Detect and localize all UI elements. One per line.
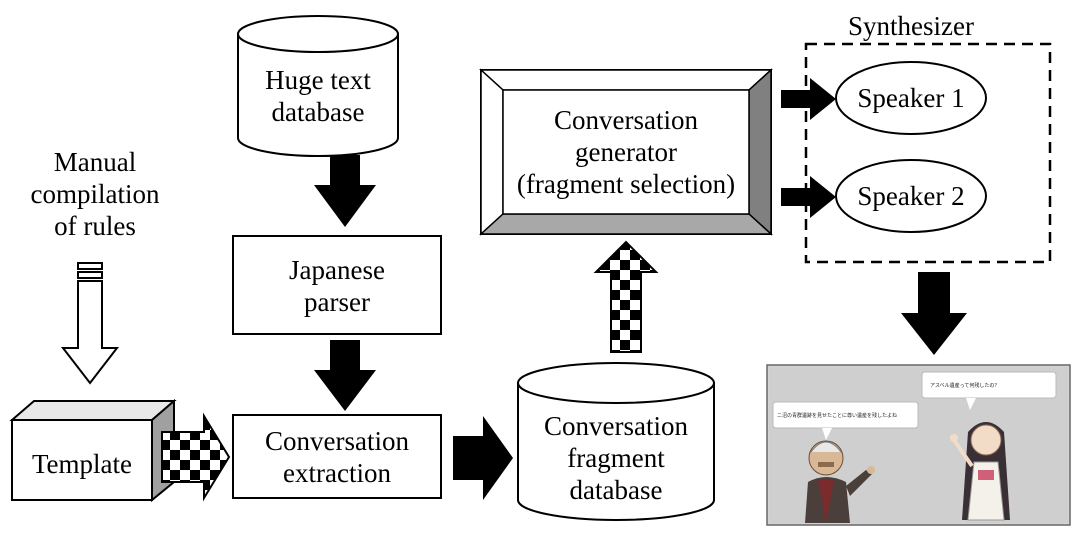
fragment-line-1: Conversation: [544, 411, 688, 441]
generator-line-3: (fragment selection): [516, 169, 736, 199]
parser-line-1: Japanese: [289, 255, 385, 285]
generator-line-1: Conversation: [554, 105, 698, 135]
character-woman: [950, 422, 1010, 521]
huge-text-database-label: Huge text database: [238, 58, 398, 134]
template-text: Template: [31, 449, 133, 479]
japanese-parser-label: Japanese parser: [233, 250, 441, 322]
extraction-line-2: extraction: [283, 458, 391, 488]
arrow-to-speaker-2: [781, 176, 836, 218]
huge-text-line-1: Huge text: [265, 65, 371, 95]
speaker-1-text: Speaker 1: [857, 83, 965, 113]
arrow-template-to-extraction: [161, 412, 231, 502]
arrow-db-to-parser: [314, 155, 376, 227]
fragment-line-3: database: [569, 475, 663, 505]
manual-rules-arrow: [60, 262, 120, 385]
fragment-database-label: Conversation fragment database: [518, 405, 714, 511]
conversation-extraction-box: [232, 414, 442, 499]
character-old-man: [805, 440, 875, 523]
manual-line-2: compilation: [30, 179, 160, 209]
manual-line-1: Manual: [53, 147, 137, 177]
conversation-extraction-label: Conversation extraction: [233, 420, 441, 494]
arrow-parser-to-extraction: [314, 340, 376, 411]
manual-line-3: of rules: [54, 211, 136, 241]
speaker-1-ellipse: [835, 61, 987, 135]
extraction-line-1: Conversation: [265, 426, 409, 456]
arrow-synth-to-screen: [901, 272, 967, 355]
huge-text-line-2: database: [271, 97, 365, 127]
speaker-1-label: Speaker 1: [836, 80, 986, 116]
arrow-extraction-to-fragment-db: [453, 416, 513, 500]
fragment-database-cylinder: [517, 362, 715, 521]
generator-label: Conversation generator (fragment selecti…: [503, 94, 749, 210]
speaker-2-label: Speaker 2: [836, 178, 986, 214]
generator-frame: [479, 68, 773, 236]
screenshot-panel: [766, 364, 1071, 526]
synthesizer-label: Synthesizer: [848, 11, 974, 41]
arrow-to-speaker-1: [781, 78, 836, 120]
japanese-parser-box: [232, 235, 442, 335]
bubble-right-text: アスベル遺産って何残したの？: [930, 383, 1000, 389]
fragment-line-2: fragment: [567, 443, 665, 473]
parser-line-2: parser: [304, 287, 370, 317]
huge-text-database-cylinder: [237, 15, 399, 157]
manual-compilation-label: Manual compilation of rules: [10, 146, 180, 242]
speaker-2-text: Speaker 2: [857, 181, 965, 211]
template-box: [9, 398, 177, 503]
synthesizer-box: [804, 42, 1052, 264]
bubble-left-text: ニ沼の青群遺跡を見せたことに尊い遺産を残したよね: [777, 413, 898, 419]
speaker-2-ellipse: [835, 159, 987, 233]
arrow-fragment-db-to-generator: [593, 240, 659, 353]
generator-line-2: generator: [575, 137, 677, 167]
template-label: Template: [10, 444, 154, 484]
